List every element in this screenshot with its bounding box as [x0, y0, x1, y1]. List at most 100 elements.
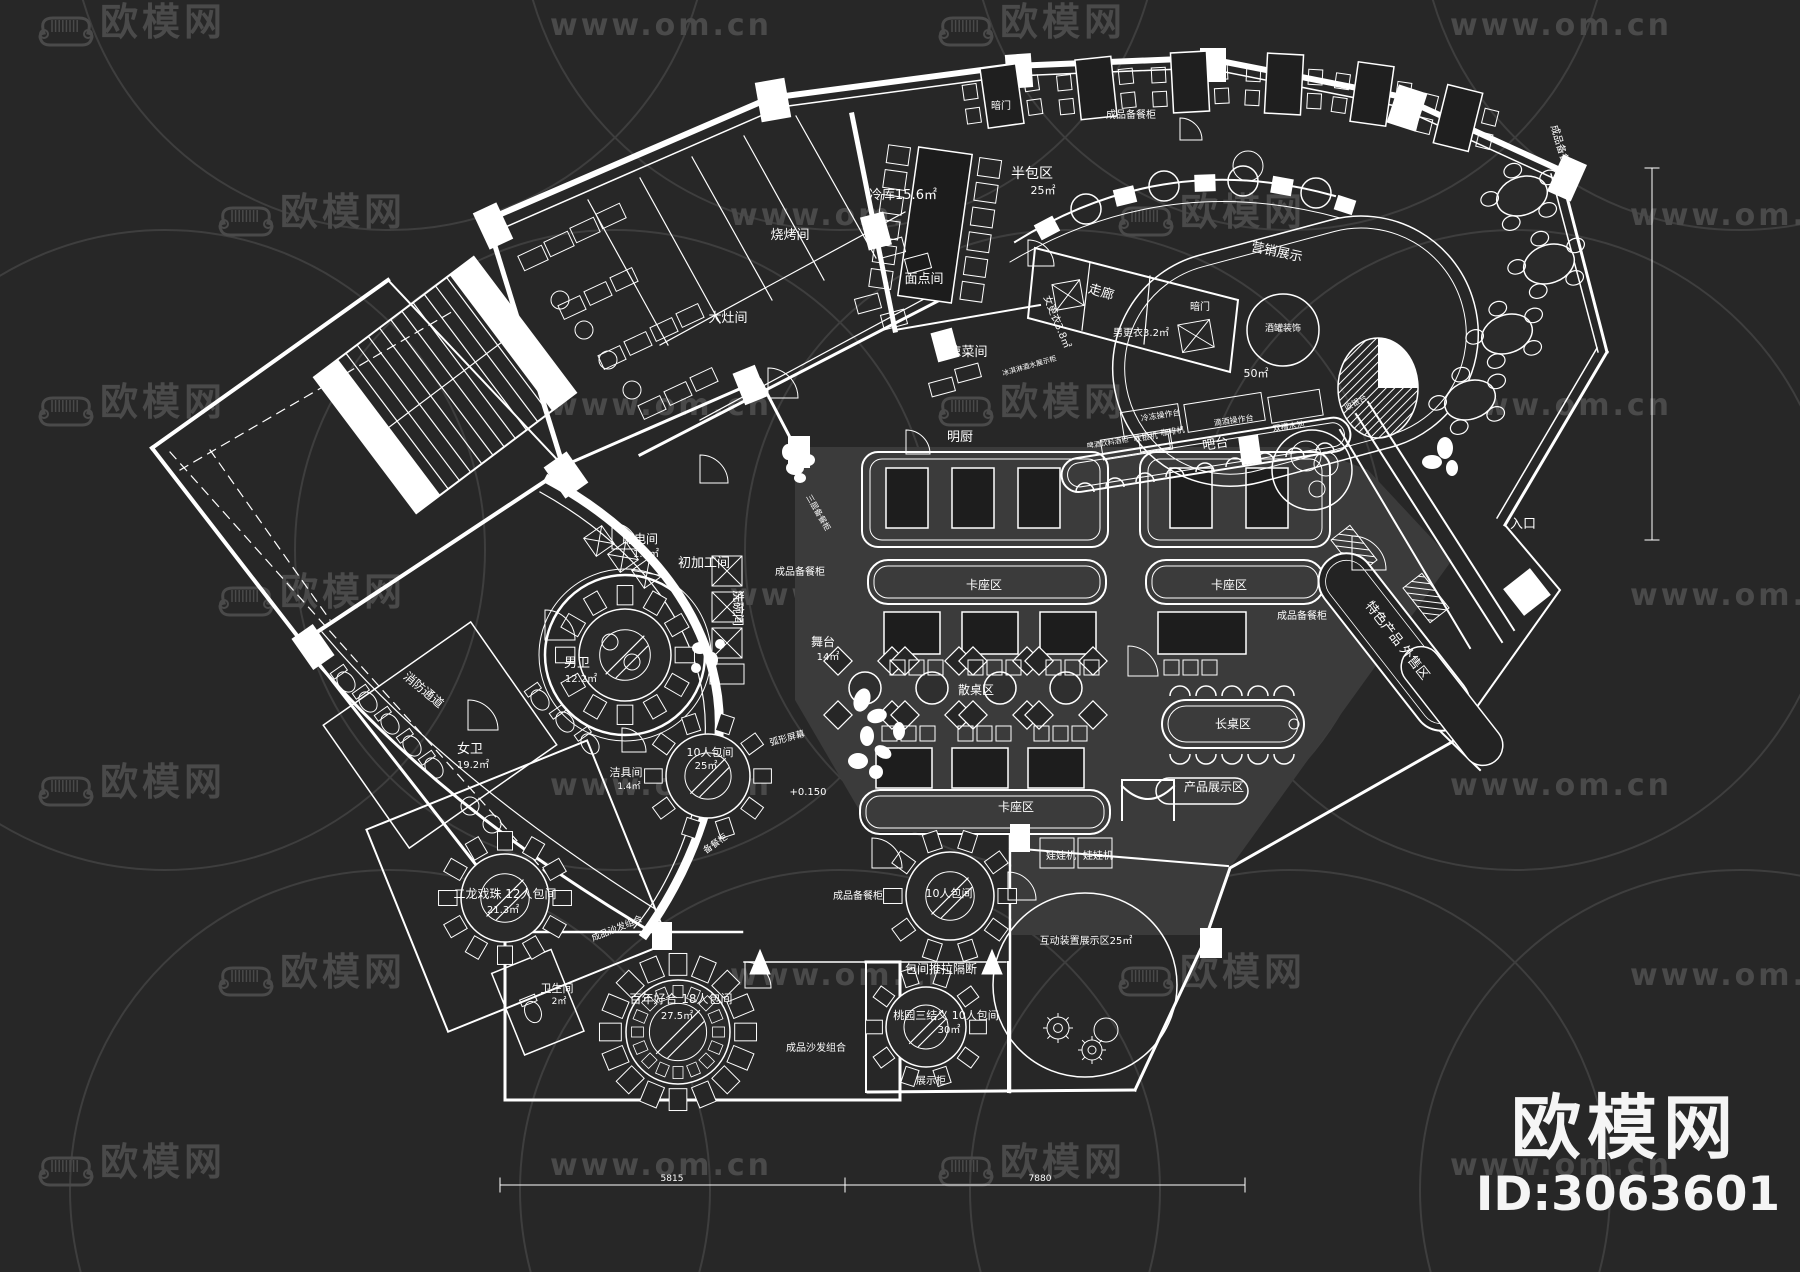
sofa-icon — [1118, 206, 1174, 237]
equipment — [649, 316, 679, 343]
stool — [919, 725, 936, 742]
round-table — [883, 829, 1017, 963]
stool — [1182, 659, 1199, 676]
room-label: 二龙戏珠 12人包间 — [453, 887, 556, 901]
brand-watermark: 欧模网 — [280, 570, 406, 614]
stool — [1083, 659, 1100, 676]
oval-table — [1465, 300, 1544, 370]
room-label: 酒罐装饰 — [1265, 322, 1301, 334]
equipment — [711, 591, 743, 623]
equipment — [517, 244, 549, 272]
equipment — [675, 302, 705, 329]
room-label: 面点间 — [904, 272, 943, 287]
room-label: 展示柜 — [916, 1074, 946, 1087]
room-label: 25㎡ — [695, 760, 718, 772]
room-label: 10人包间 — [687, 746, 734, 759]
room-label: 洗碗间 — [731, 590, 746, 626]
bar-stool — [1255, 452, 1275, 463]
url-watermark: www.om.cn — [1630, 198, 1800, 233]
door-arc — [1127, 645, 1159, 677]
equipment — [569, 216, 601, 244]
sofa-icon — [938, 1156, 994, 1187]
stool — [1201, 659, 1218, 676]
room-label: 1.4㎡ — [617, 781, 640, 792]
room-label: 散桌区 — [958, 682, 994, 697]
equipment — [543, 230, 575, 258]
stool — [957, 725, 974, 742]
plant-decor — [801, 454, 815, 466]
four-seat-table — [1330, 60, 1413, 128]
toilet-fixture — [518, 993, 542, 1024]
room-label: 吧台 — [1201, 435, 1229, 454]
furniture-layer — [291, 48, 1588, 1112]
product-display-stand — [1155, 777, 1249, 805]
round-table — [865, 966, 987, 1088]
equipment — [623, 330, 653, 357]
url-watermark: www.om.cn — [1630, 958, 1800, 993]
room-label: 备餐柜 — [701, 831, 730, 856]
bar-stool — [1105, 477, 1125, 488]
site-logo: 欧模网 ID:3063601 — [1476, 1087, 1780, 1222]
wall-column — [1238, 434, 1262, 466]
door-arc — [699, 454, 729, 484]
chair-arc — [1169, 753, 1191, 765]
stool — [1064, 659, 1081, 676]
equipment — [877, 236, 907, 259]
staircase — [312, 255, 578, 515]
room-label: 咖啡机 — [1160, 424, 1185, 438]
circle-fixture — [1313, 451, 1339, 477]
display-arc — [1033, 174, 1357, 241]
stool — [1045, 659, 1062, 676]
plant-decor — [869, 765, 883, 779]
door-arc — [871, 837, 903, 869]
url-watermark: www.om.cn — [550, 8, 772, 43]
equipment — [879, 308, 909, 331]
floor-plan: 冷库15.6㎡烧烤间大灶间面点间凉菜间明厨暗门暗门半包区25㎡成品备餐柜成品备餐… — [149, 48, 1660, 1193]
room-label: 女更衣3.8㎡ — [1041, 293, 1074, 350]
brand-watermark: 欧模网 — [280, 190, 406, 234]
wall-column — [543, 451, 589, 499]
room-label: 卫生间 — [541, 981, 574, 995]
circle-fixture — [1232, 150, 1264, 182]
wall-column — [1010, 824, 1030, 852]
dining-zone — [795, 447, 1452, 935]
room-label: 半包区 — [1011, 166, 1053, 182]
booth-cluster — [861, 451, 1331, 548]
room-label: 14㎡ — [817, 651, 840, 663]
equipment — [597, 344, 627, 371]
equipment — [709, 663, 745, 685]
plant-decor — [867, 708, 887, 724]
equipment — [1177, 318, 1215, 354]
stool — [967, 659, 984, 676]
brand-watermark: 欧模网 — [1000, 1140, 1126, 1184]
plant-decor — [860, 726, 874, 746]
stool — [1033, 725, 1050, 742]
stool — [908, 659, 925, 676]
room-label: 暗门 — [991, 99, 1011, 112]
site-logo-brand: 欧模网 — [1511, 1087, 1739, 1169]
plant-decor — [1422, 455, 1442, 469]
circle-fixture — [1227, 165, 1259, 197]
equipment — [606, 540, 640, 574]
round-table — [555, 585, 695, 725]
door-arc — [744, 961, 772, 989]
equipment — [557, 294, 587, 321]
url-watermark: www.om.cn — [1450, 1148, 1672, 1183]
toilet-fixture — [573, 725, 600, 755]
four-seat-table — [961, 62, 1044, 130]
private-rooms — [322, 620, 1003, 1056]
plant-decor — [794, 473, 806, 483]
stool — [1071, 725, 1088, 742]
room-label: 消防通道 — [401, 668, 447, 710]
circle-fixture — [1271, 429, 1353, 511]
chair-arc — [1169, 685, 1191, 697]
chair-arc — [1273, 753, 1295, 765]
watermark-circle — [519, 869, 1161, 1272]
circle-fixture — [623, 653, 641, 671]
wall-column — [1200, 928, 1222, 958]
room-label: 初加工间 — [678, 556, 730, 571]
door-arc — [767, 367, 799, 399]
wall-column — [930, 327, 960, 363]
room-label: 入口 — [1510, 517, 1536, 532]
room-label: 成品沙发组合 — [786, 1041, 846, 1054]
